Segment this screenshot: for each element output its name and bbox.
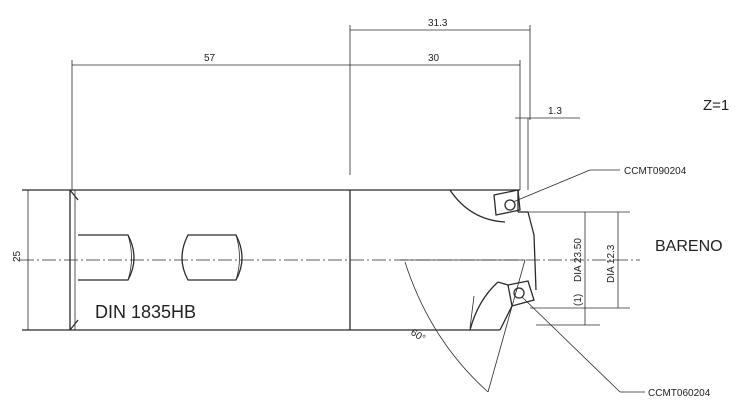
angle-construction [400,259,526,393]
dim-overall-top: 31.3 [428,18,448,29]
dim-head-length: 30 [428,53,440,64]
dim-shank-dia: 25 [12,250,23,262]
insert-top-label: CCMT090204 [624,166,687,177]
shank-flats [78,234,243,281]
dim-insert-offset: 1.3 [548,106,562,117]
leader-lines [512,169,645,393]
operation-label: BARENO [655,238,723,255]
standard-label: DIN 1835HB [95,302,196,322]
dim-bore-prefix: (1) [573,294,584,306]
dim-bore-dia-small: DIA 12.3 [606,244,617,283]
dim-body-length: 57 [204,53,216,64]
teeth-label: Z=1 [703,97,729,114]
dimension-lines [27,25,630,330]
dim-bore-dia-large: DIA 23.50 [573,238,584,282]
tool-head [350,189,537,331]
insert-bottom-label: CCMT060204 [648,388,711,399]
